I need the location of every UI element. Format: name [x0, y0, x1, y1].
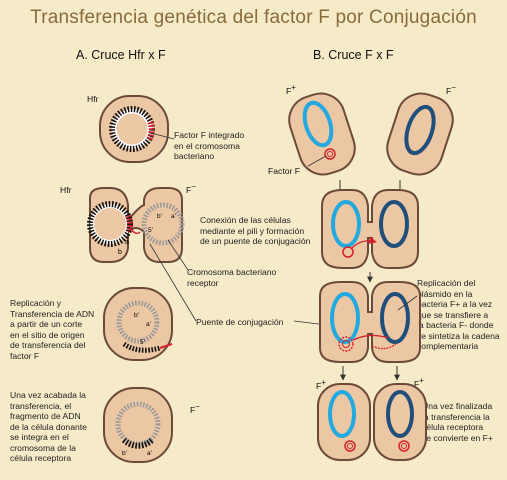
section-a-heading: A. Cruce Hfr x F [76, 48, 166, 62]
note-replicacion-adn: Replicación y Transferencia de ADN a par… [10, 298, 95, 361]
fplus-cell-right-final [373, 383, 427, 461]
pointer-replicacion [397, 295, 418, 311]
note-conexion: Conexión de las células mediante el pili… [200, 215, 311, 246]
mating-cells-b1 [321, 189, 419, 269]
gene-b-hfr: b [118, 249, 122, 256]
gene-b-prime-transfer: b' [134, 312, 139, 319]
label-fminus-mating: F− [186, 182, 196, 195]
gene-a-prime-final: a' [147, 450, 152, 457]
label-fplus-right: F+ [414, 376, 424, 389]
gene-b-prime-final: b' [122, 450, 127, 457]
label-fplus-left: F+ [316, 378, 326, 391]
fplus-cell-left-final [317, 383, 371, 461]
label-factor-f: Factor F [268, 166, 300, 176]
gene-a-prime-recipient: a' [171, 213, 176, 220]
gene-a-prime-transfer: a' [146, 321, 151, 328]
five-prime-transfer: 5' [140, 339, 145, 346]
gene-b-prime-recipient: b' [157, 213, 162, 220]
label-fminus-final: F− [190, 402, 200, 415]
recipient-cell-transfer [103, 287, 173, 361]
mating-cells-a [87, 187, 185, 263]
pointer-factor-integrado [150, 132, 175, 140]
label-fplus-top: F+ [286, 83, 296, 96]
section-b-heading: B. Cruce F x F [313, 48, 394, 62]
fminus-cell-top [386, 92, 454, 176]
label-fminus-top: F− [446, 83, 456, 96]
gene-a-hfr: a [125, 239, 129, 246]
hfr-cell-1 [99, 95, 169, 163]
label-hfr-top: Hfr [87, 94, 99, 104]
pointer-factor-f [307, 155, 327, 167]
five-prime-a: 5' [148, 227, 153, 234]
diagram-title: Transferencia genética del factor F por … [30, 7, 477, 28]
note-factor-integrado: Factor F integrado en el cromosoma bacte… [174, 130, 245, 161]
note-transferencia-final: Una vez acabada la transferencia, el fra… [10, 390, 87, 463]
label-hfr-mating: Hfr [60, 185, 72, 195]
recipient-cell-integrated [103, 387, 173, 463]
pointer-cromosoma-receptor [167, 239, 189, 271]
fplus-cell-top [288, 92, 356, 176]
pointer-puente-a [149, 243, 197, 322]
note-cromosoma-receptor: Cromosoma bacteriano receptor [187, 267, 277, 288]
note-puente-conjugacion: Puente de conjugación [196, 317, 284, 327]
mating-cells-b2 [319, 281, 421, 363]
